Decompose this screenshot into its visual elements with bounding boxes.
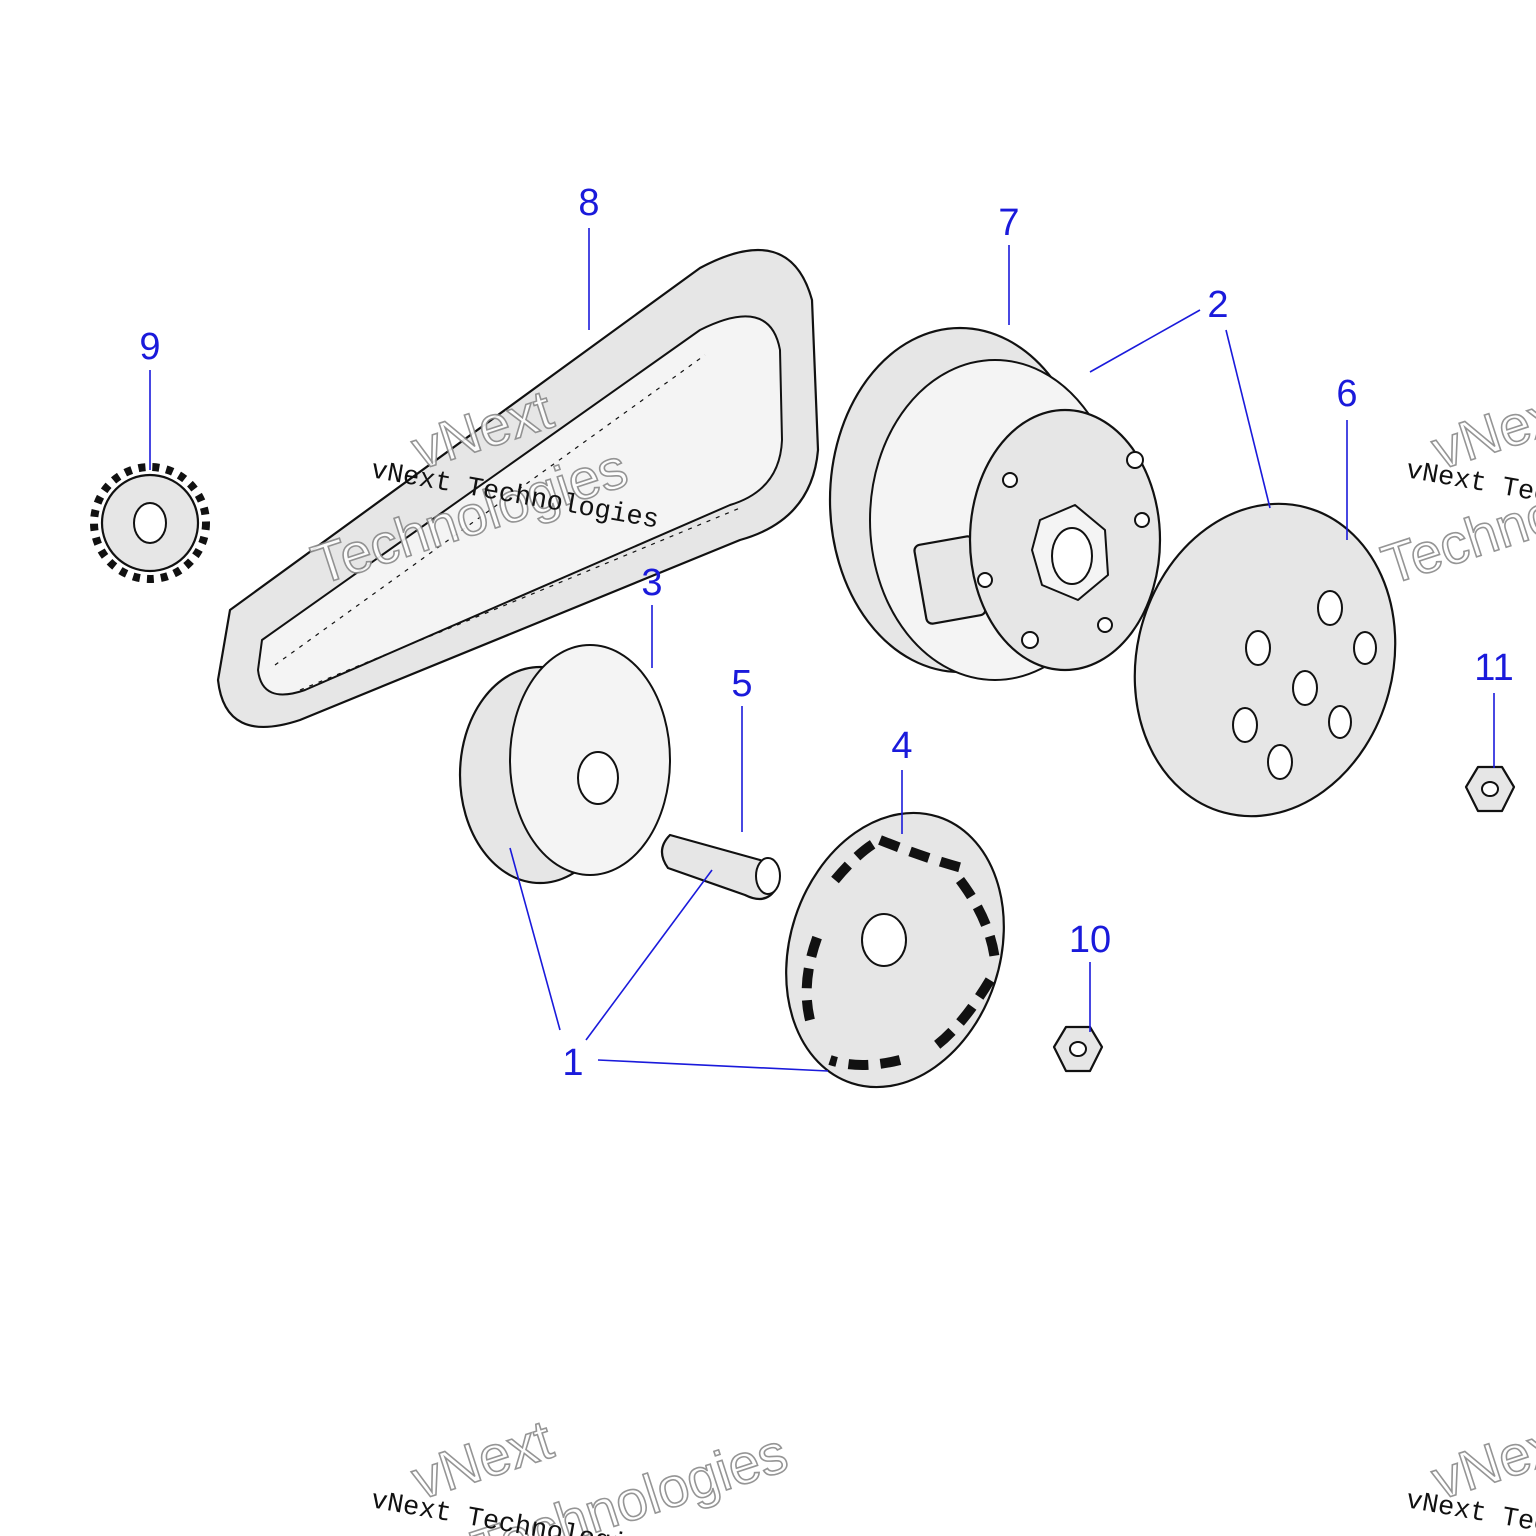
watermark-3: vNext Technologies vNext Technologies <box>368 1406 795 1536</box>
callout-5: 5 <box>731 663 752 705</box>
callout-4: 4 <box>891 725 912 767</box>
callout-10: 10 <box>1069 919 1111 961</box>
callout-7: 7 <box>998 202 1019 244</box>
watermark-2: vNext Technologies vNext Technologies <box>1373 376 1536 597</box>
nut-2 <box>1464 765 1516 813</box>
driven-clutch-assembly <box>968 408 1162 672</box>
callout-1: 1 <box>562 1042 583 1084</box>
callout-3: 3 <box>641 562 662 604</box>
bushing-sleeve <box>660 833 781 901</box>
movable-sheave <box>458 644 671 885</box>
nut <box>1052 1025 1104 1073</box>
fixed-sheave-fan <box>785 811 1005 1089</box>
callouts: 1 2 3 4 5 6 7 8 9 10 11 <box>139 182 1513 1084</box>
watermark-4: vNext vNext Technologies <box>1403 1406 1536 1536</box>
callout-9: 9 <box>139 326 160 368</box>
leader-lines <box>149 228 1495 1072</box>
callout-8: 8 <box>578 182 599 224</box>
callout-2: 2 <box>1207 284 1228 326</box>
callout-11: 11 <box>1474 647 1513 689</box>
gear <box>90 463 210 583</box>
clutch-bell <box>1133 502 1397 818</box>
callout-6: 6 <box>1336 373 1357 415</box>
drive-belt <box>216 248 820 728</box>
